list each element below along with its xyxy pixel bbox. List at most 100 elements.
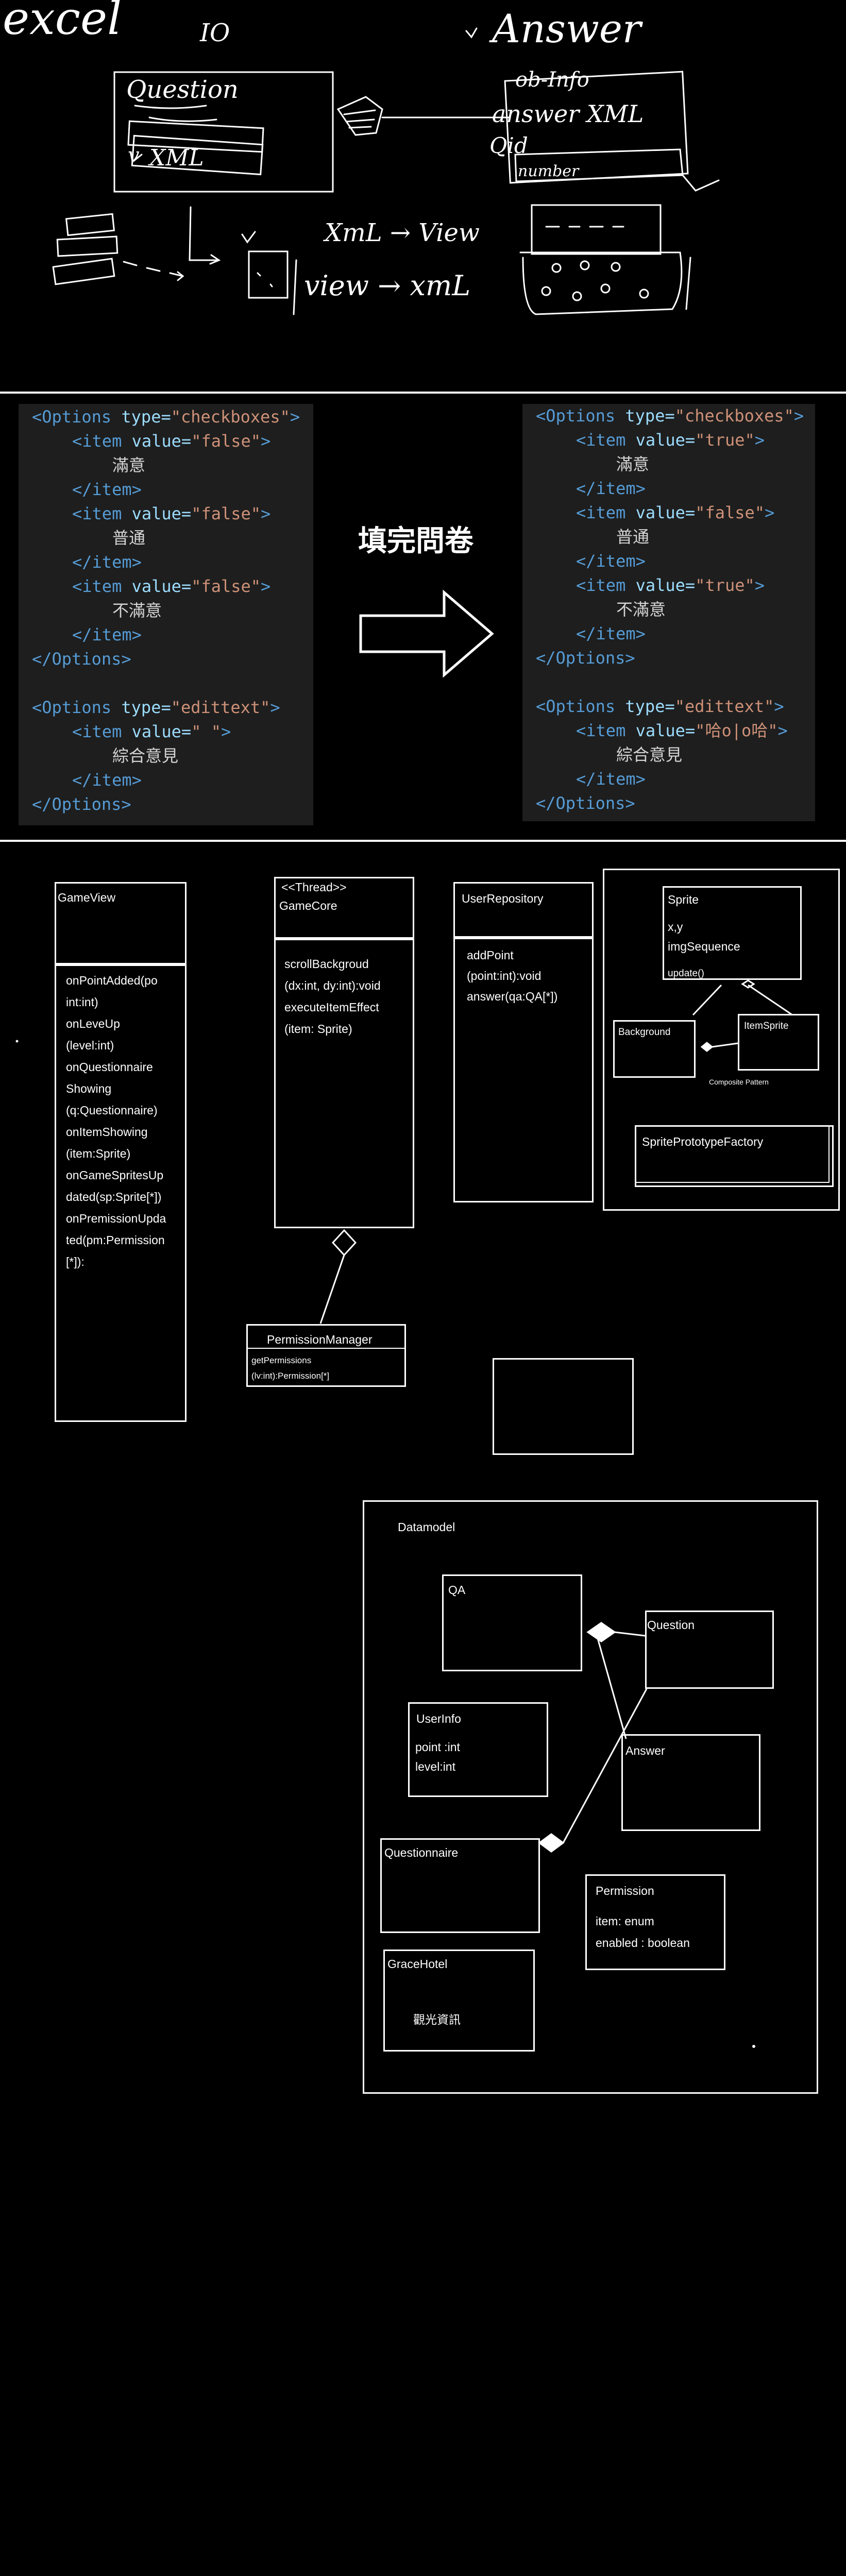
class-itemsprite: [738, 1014, 819, 1071]
code-line: 滿意: [536, 452, 815, 477]
code-token: "edittext": [674, 697, 774, 716]
class-gameview-header: [55, 882, 187, 964]
code-token: 綜合意見: [616, 745, 683, 765]
code-line: 滿意: [32, 453, 313, 478]
code-line: </item>: [536, 477, 815, 501]
xml-code-after: <Options type="checkboxes"><item value="…: [522, 404, 815, 821]
dot-left: [15, 1040, 19, 1043]
code-token: value=: [635, 430, 696, 450]
code-token: >: [774, 697, 784, 716]
code-token: value=: [131, 431, 192, 451]
code-line: </Options>: [32, 792, 313, 817]
code-token: 綜合意見: [112, 746, 179, 766]
code-token: value=: [131, 577, 192, 596]
code-token: <item: [72, 577, 132, 596]
class-sprite-update: update(): [668, 968, 704, 979]
code-token: "true": [695, 430, 755, 450]
dot-right: [752, 2045, 755, 2048]
code-line: [536, 670, 815, 694]
class-gamecore-stereotype: <<Thread>>: [281, 880, 347, 894]
fill-questionnaire-label: 填完問卷: [358, 524, 473, 557]
code-token: <item: [72, 722, 132, 741]
uml-links: [319, 979, 793, 1853]
dm-question: [645, 1611, 774, 1689]
datamodel-frame: [363, 1500, 818, 2094]
code-token: 滿意: [616, 454, 650, 474]
sketch-view-to-xml: view → xmL: [304, 269, 471, 302]
code-line: <Options type="checkboxes">: [32, 405, 313, 429]
code-line: <item value=" ">: [32, 720, 313, 744]
code-token: 普通: [112, 528, 146, 548]
code-token: >: [754, 430, 765, 450]
code-token: "checkboxes": [674, 406, 794, 426]
code-token: </item>: [576, 551, 646, 571]
class-sprite: [663, 886, 802, 980]
class-userrepo-body: [453, 938, 594, 1202]
code-line: <Options type="checkboxes">: [536, 404, 815, 428]
class-permmgr: [246, 1324, 406, 1387]
code-token: <item: [576, 721, 636, 740]
class-gamecore-body: [274, 939, 414, 1228]
code-token: >: [777, 721, 788, 740]
code-token: </Options>: [32, 649, 131, 669]
dm-questionnaire: [380, 1838, 540, 1933]
dm-permission-attrs: item: enum enabled : boolean: [596, 1914, 690, 1950]
code-line: 不滿意: [536, 598, 815, 622]
class-permmgr-methods: getPermissions (lv:int):Permission[*]: [251, 1355, 330, 1381]
dm-answer-title: Answer: [625, 1744, 665, 1757]
code-line: </item>: [32, 623, 313, 647]
code-token: "checkboxes": [171, 407, 290, 427]
class-gamecore-methods: scrollBackgroud (dx:int, dy:int):void ex…: [284, 957, 381, 1036]
code-token: </item>: [72, 552, 142, 572]
code-token: </item>: [72, 625, 142, 645]
class-gamecore-title: GameCore: [279, 899, 337, 912]
sketch-excel-label: excel: [3, 0, 122, 45]
dm-userinfo-attrs: point :int level:int: [415, 1740, 460, 1773]
code-line: 綜合意見: [32, 744, 313, 768]
code-line: <Options type="edittext">: [536, 694, 815, 719]
sketch-drawing: [52, 27, 720, 315]
class-userrepo-title: UserRepository: [462, 892, 544, 905]
code-token: value=: [635, 575, 696, 595]
code-token: "false": [191, 431, 261, 451]
code-token: "false": [191, 577, 261, 596]
code-token: "edittext": [171, 698, 270, 717]
code-token: "哈o|o哈": [695, 721, 778, 740]
code-token: <item: [72, 431, 132, 451]
code-token: <Options: [32, 407, 122, 427]
code-line: </item>: [32, 478, 313, 502]
code-token: </Options>: [536, 793, 635, 813]
class-userrepo-methods: addPoint (point:int):void answer(qa:QA[*…: [467, 948, 558, 1003]
code-token: </item>: [72, 480, 142, 499]
code-token: <Options: [32, 698, 122, 717]
class-permmgr-divider: [246, 1348, 406, 1349]
sketch-answer-xml-label: answer XML: [492, 100, 644, 128]
code-token: <item: [576, 430, 636, 450]
code-line: <item value="false">: [536, 501, 815, 525]
class-userrepo-header: [453, 882, 594, 938]
code-token: >: [221, 722, 231, 741]
code-token: <item: [72, 504, 132, 523]
code-line: </item>: [32, 550, 313, 574]
code-line: [32, 671, 313, 696]
dm-gracehotel: [383, 1950, 535, 2052]
code-line: <Options type="edittext">: [32, 696, 313, 720]
code-line: <item value="false">: [32, 502, 313, 526]
sketch-v-mark: v: [128, 144, 140, 167]
sketch-obinfo-label: ob-Info: [515, 68, 589, 92]
dm-permission: [585, 1874, 725, 1970]
code-token: >: [793, 406, 804, 426]
class-gameview-methods: onPointAdded(po int:int) onLeveUp (level…: [66, 974, 166, 1268]
code-token: "false": [695, 503, 765, 522]
code-token: "false": [191, 504, 261, 523]
code-token: <Options: [536, 406, 625, 426]
class-background: [613, 1020, 696, 1078]
dm-userinfo: [408, 1702, 548, 1797]
code-token: >: [261, 431, 271, 451]
code-token: <item: [576, 575, 636, 595]
code-token: <item: [576, 503, 636, 522]
code-token: </Options>: [32, 794, 131, 814]
class-sprite-title: Sprite: [668, 893, 699, 906]
